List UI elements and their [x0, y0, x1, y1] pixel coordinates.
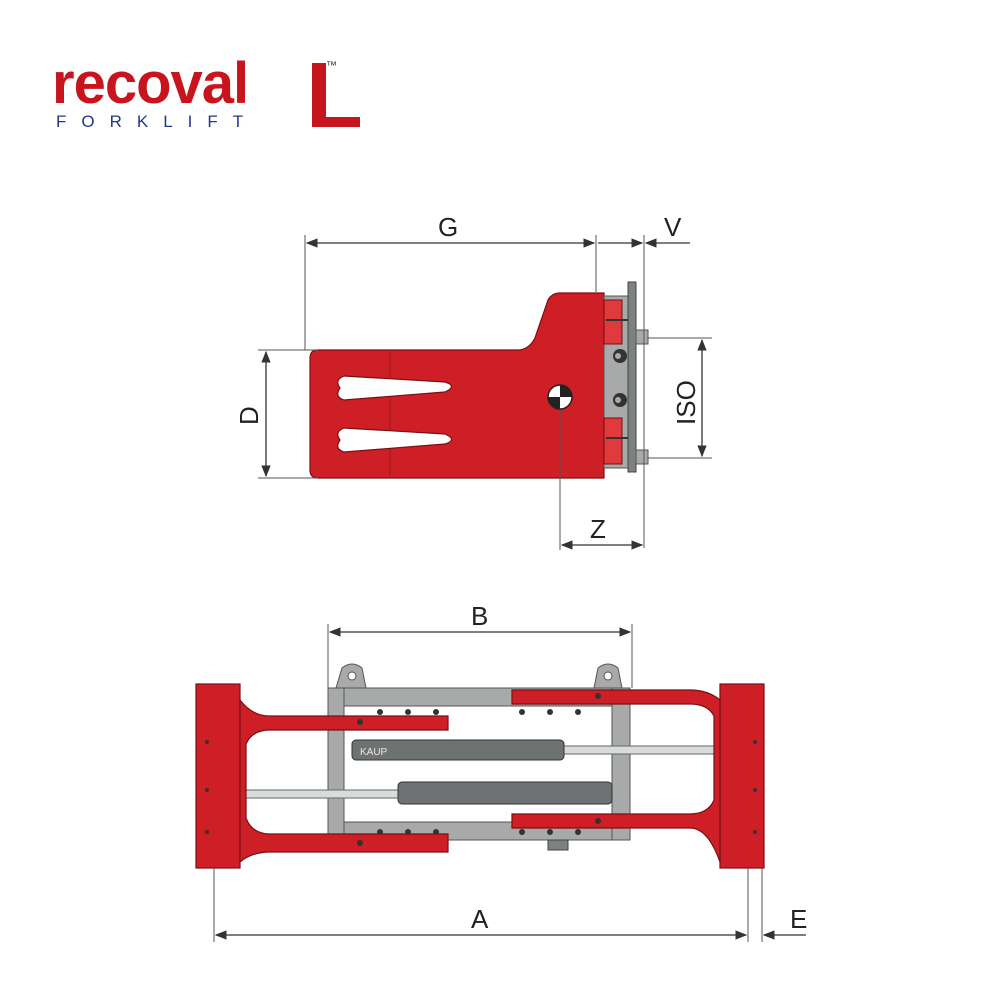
right-clamp-arm — [511, 683, 765, 869]
hydraulic-cylinders: KAUP — [239, 739, 719, 805]
side-arm-slot-bottom — [337, 427, 453, 453]
left-clamp-arm — [195, 683, 449, 869]
label-d: D — [234, 406, 264, 425]
label-iso: ISO — [671, 380, 701, 425]
logo-wordmark: recoval — [52, 55, 248, 116]
carriage-mount — [603, 281, 649, 473]
dimension-d: D — [234, 349, 318, 479]
brand-logo: recoval ™ FORKLIFT — [52, 55, 360, 131]
label-z: Z — [590, 514, 606, 544]
label-b: B — [471, 601, 488, 631]
cylinder-label: KAUP — [360, 747, 388, 758]
logo-tagline: FORKLIFT — [56, 112, 258, 131]
label-a: A — [471, 904, 489, 934]
dimension-z: Z — [559, 410, 644, 550]
label-e: E — [790, 904, 807, 934]
dimension-a: A — [213, 868, 749, 942]
dimension-v: V — [598, 212, 690, 548]
side-view: G V D ISO Z — [234, 212, 712, 550]
dimension-e: E — [761, 868, 807, 942]
side-arm-slot-top — [337, 375, 453, 401]
logo-trademark: ™ — [326, 60, 337, 72]
dimension-b: B — [327, 601, 633, 688]
center-of-gravity-icon — [547, 384, 573, 410]
top-view: KAUP B — [195, 601, 807, 942]
logo-swoosh — [312, 63, 360, 127]
dimension-g: G — [304, 212, 597, 350]
frame-bolts — [377, 709, 581, 835]
dimension-iso: ISO — [648, 337, 712, 459]
label-v: V — [664, 212, 682, 242]
label-g: G — [438, 212, 458, 242]
